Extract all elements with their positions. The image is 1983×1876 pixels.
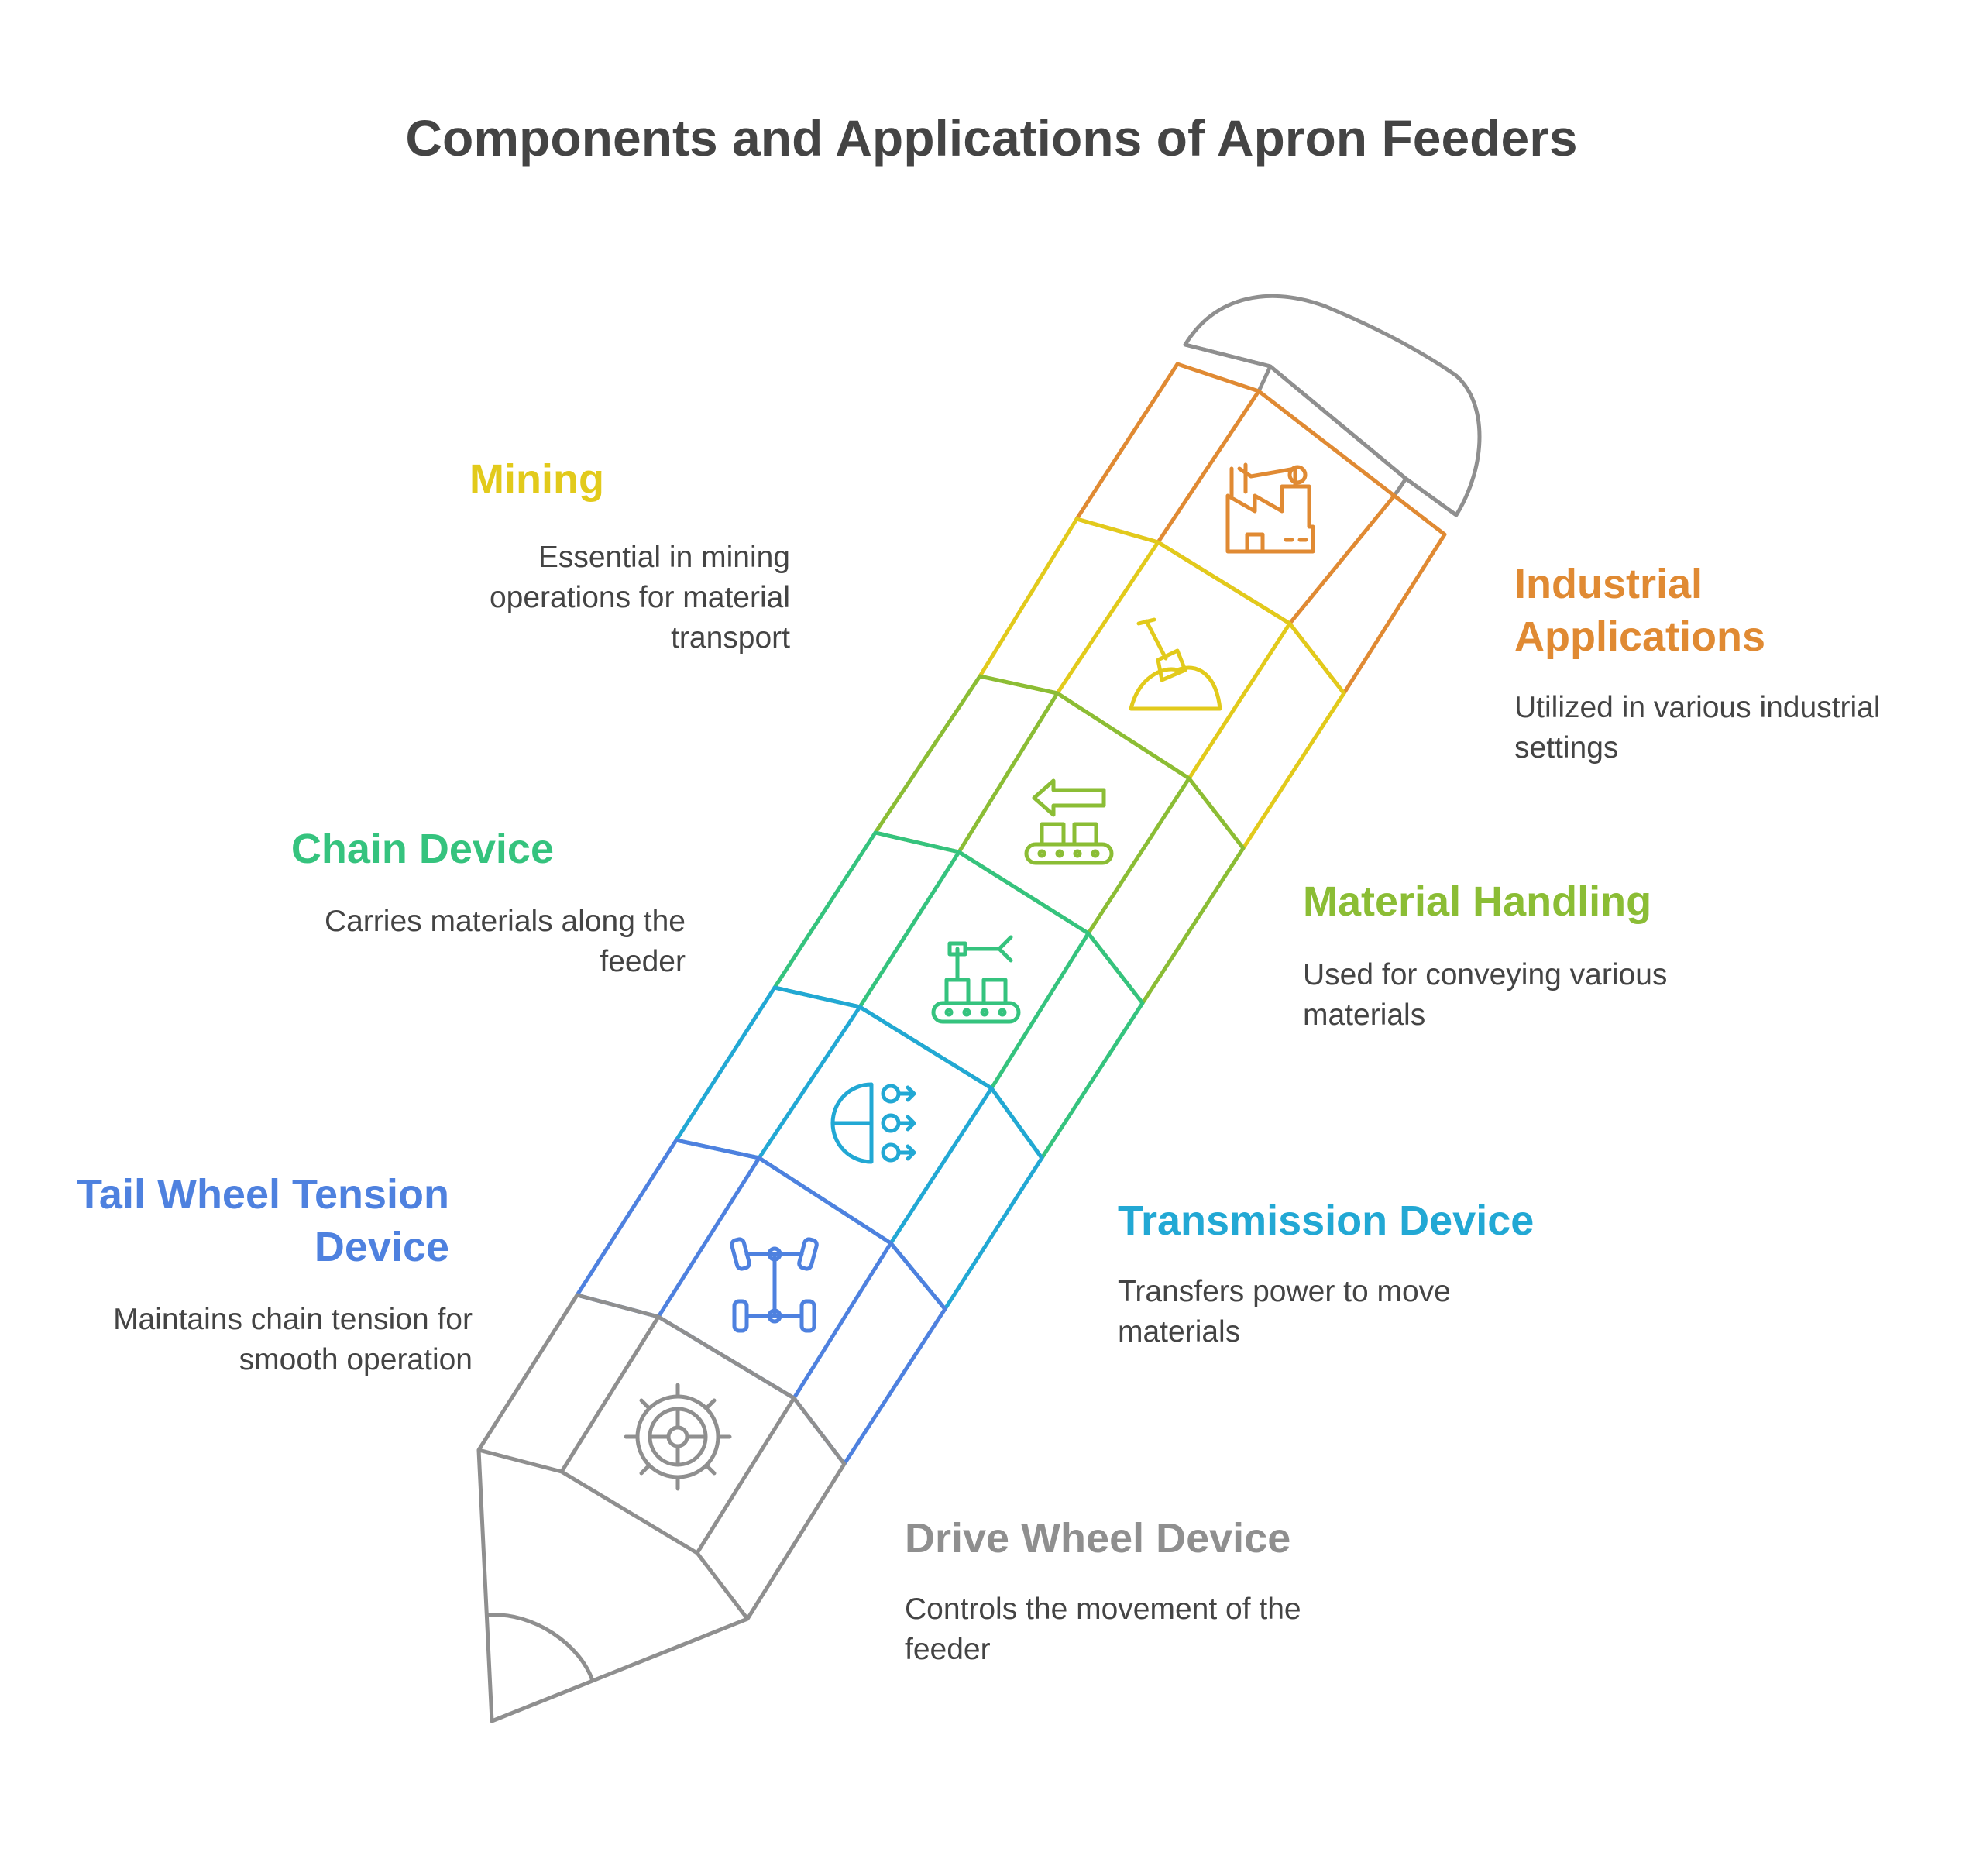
- gear-wheel-icon: [624, 1383, 732, 1491]
- segment-industrial: [1074, 362, 1447, 696]
- label-chain: Chain Device: [290, 826, 554, 872]
- transmission-half-gear-icon: [830, 1082, 916, 1164]
- segment-tail-wheel: [575, 1138, 947, 1466]
- label-transmission: Transmission Device: [1118, 1197, 1535, 1244]
- desc-chain: Carries materials along the feeder: [324, 905, 686, 978]
- shovel-pile-icon: [1129, 617, 1222, 711]
- segment-transmission: [674, 985, 1044, 1311]
- label-industrial: Industrial Applications: [1514, 561, 1766, 660]
- label-mining: Mining: [469, 456, 604, 503]
- axle-chassis-icon: [730, 1237, 819, 1333]
- label-tail-wheel: Tail Wheel Tension Device: [76, 1171, 449, 1270]
- label-drive-wheel: Drive Wheel Device: [905, 1515, 1291, 1562]
- desc-tail-wheel: Maintains chain tension for smooth opera…: [113, 1303, 473, 1376]
- factory-robot-arm-icon: [1225, 462, 1315, 554]
- page-title: Components and Applications of Apron Fee…: [405, 109, 1578, 167]
- desc-drive-wheel: Controls the movement of the feeder: [905, 1593, 1301, 1666]
- segment-material-handling: [873, 674, 1246, 1005]
- desc-material-handling: Used for conveying various materials: [1303, 958, 1668, 1032]
- segment-drive-wheel: [476, 1293, 847, 1723]
- conveyor-arrow-icon: [1024, 778, 1114, 865]
- desc-industrial: Utilized in various industrial settings: [1514, 691, 1881, 764]
- desc-mining: Essential in mining operations for mater…: [489, 541, 790, 655]
- desc-transmission: Transfers power to move materials: [1118, 1275, 1451, 1349]
- label-material-handling: Material Handling: [1303, 878, 1652, 925]
- pencil-cap: [1183, 294, 1482, 517]
- segment-chain: [772, 830, 1145, 1160]
- robotic-conveyor-icon: [931, 935, 1021, 1024]
